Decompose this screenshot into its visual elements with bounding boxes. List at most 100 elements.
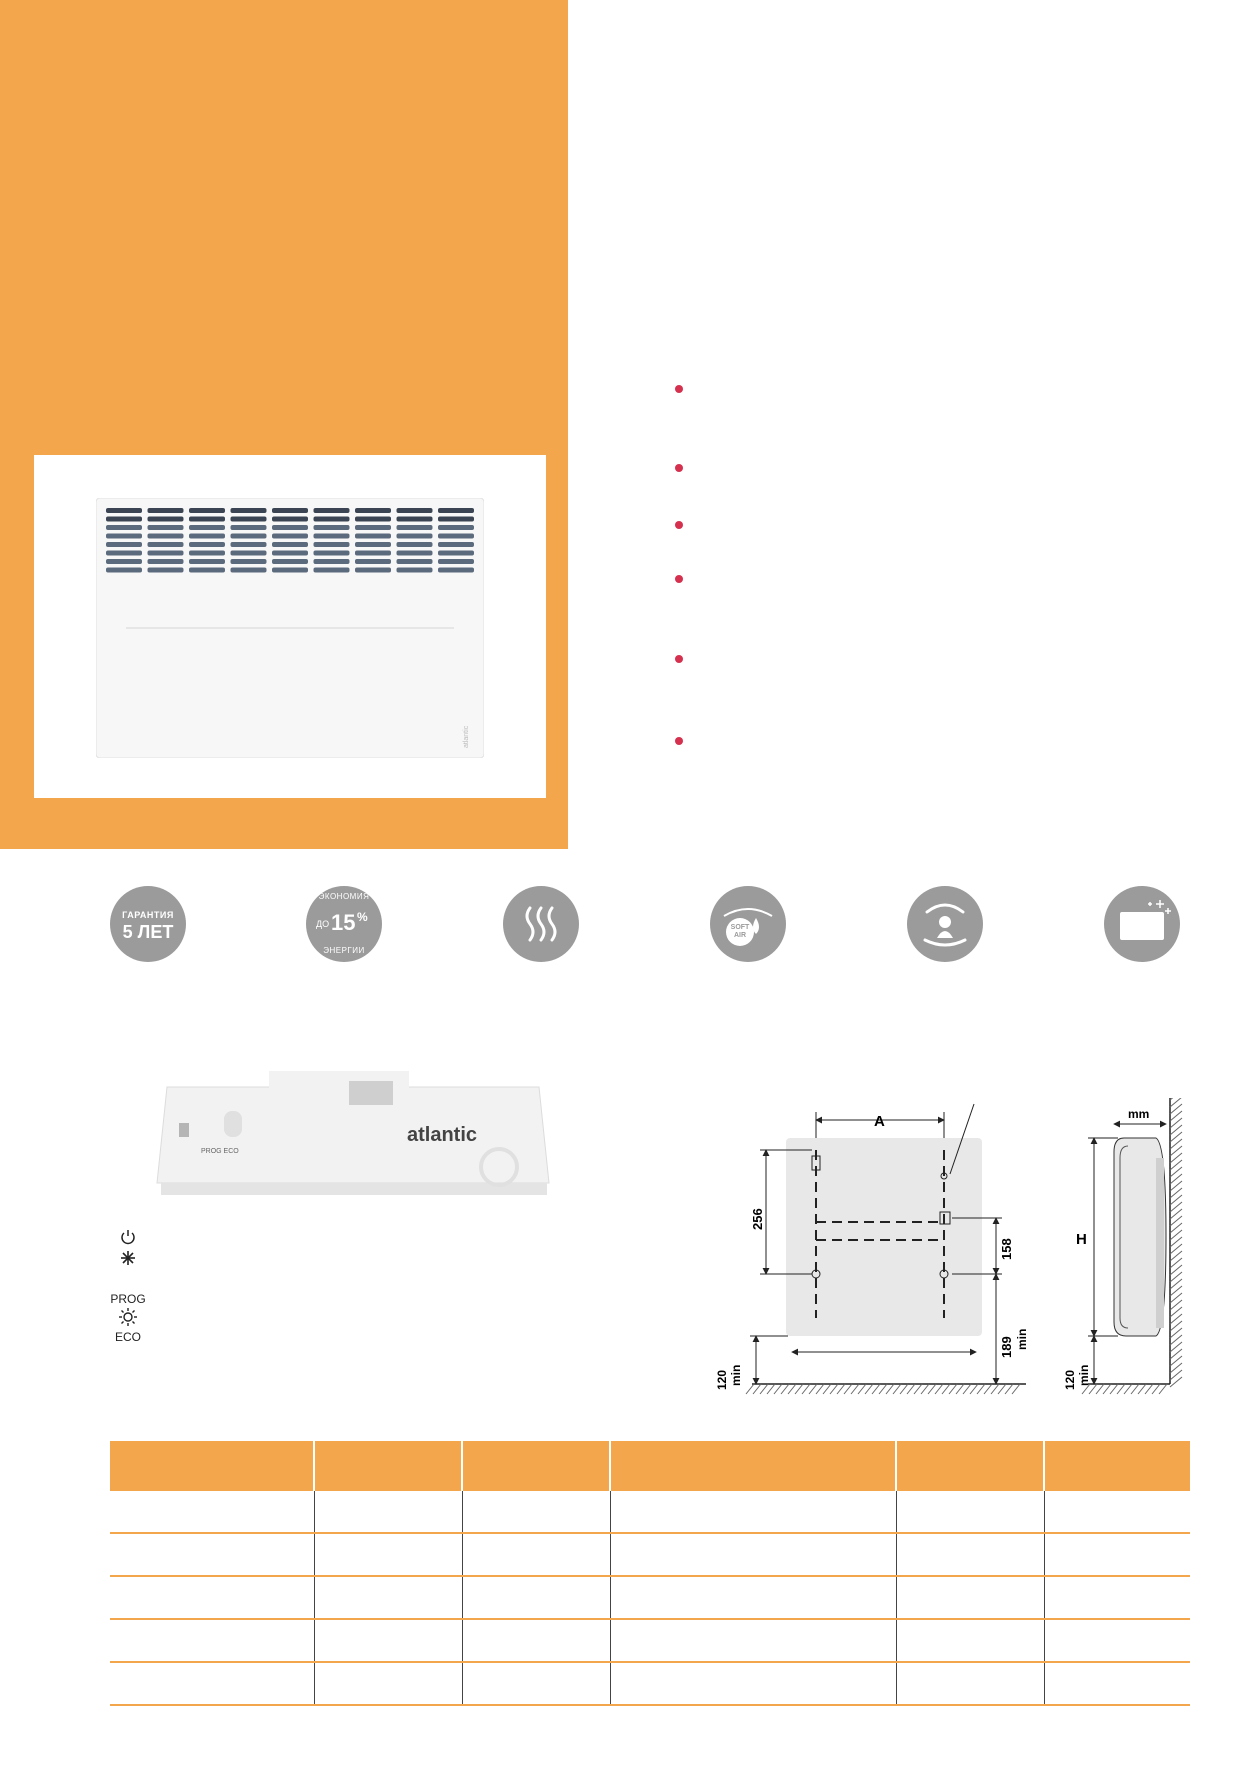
grille-slot (396, 542, 433, 547)
table-cell (314, 1662, 463, 1706)
heater-sparkle-icon (1104, 886, 1180, 962)
table-cell (1044, 1491, 1190, 1534)
orange-header-panel: atlantic (0, 0, 568, 849)
grille-slot (355, 516, 391, 522)
grille-slot (106, 516, 142, 522)
table-cell (110, 1491, 315, 1534)
grille-slot (396, 508, 433, 513)
wall-hatch (1169, 1098, 1183, 1388)
table-cell (314, 1619, 463, 1663)
legend-eco-label: ECO (114, 1330, 141, 1344)
grille-slot (438, 533, 474, 539)
table-cell (1044, 1576, 1190, 1620)
warranty-big-label: 5 ЛЕТ (122, 922, 174, 942)
grille-slot (355, 508, 391, 513)
grille-slot (313, 559, 350, 564)
table-cell (110, 1533, 315, 1577)
table-header-cell (896, 1441, 1045, 1491)
warranty-badge: ГАРАНТИЯ 5 ЛЕТ (110, 886, 186, 962)
grille-slot (396, 533, 433, 539)
grille-slot (189, 567, 225, 573)
grille-slot (396, 550, 433, 556)
table-row (110, 1491, 1190, 1534)
grille-slot (189, 525, 225, 530)
control-unit-image: PROG ECO atlantic (156, 1071, 550, 1195)
grille-slot (106, 550, 142, 556)
table-cell (896, 1619, 1045, 1663)
grille-slot (355, 542, 391, 547)
soft-air-icon: SOFT AIR (710, 886, 786, 962)
dim-a: A (874, 1113, 885, 1130)
grille-slot (106, 559, 142, 564)
bullet-dot (675, 655, 683, 663)
grille-slot (147, 559, 184, 564)
table-row (110, 1662, 1190, 1706)
table-cell (110, 1619, 315, 1663)
table-cell (110, 1576, 315, 1620)
grille-slot (230, 542, 267, 547)
grille-slot (272, 508, 308, 513)
grille-slot (272, 567, 308, 573)
grille-slot (396, 559, 433, 564)
grille-slot (355, 525, 391, 530)
grille-slot (313, 508, 350, 513)
table-row (110, 1576, 1190, 1620)
bullet-dot (675, 464, 683, 472)
table-header-cell (110, 1441, 315, 1491)
grille-slot (355, 533, 391, 539)
mounting-diagram-side: mm H 120 min (1063, 1098, 1183, 1395)
grille-slot (106, 567, 142, 573)
comfort-hands-icon (907, 886, 983, 962)
grille-slot (230, 550, 267, 556)
grille-slot (106, 533, 142, 539)
dim-158: 158 (999, 1238, 1014, 1260)
table-cell (896, 1662, 1045, 1706)
table-header-cell (462, 1441, 611, 1491)
grille-slot (355, 559, 391, 564)
bullet-dot (675, 737, 683, 745)
control-mode-labels: PROG ECO (201, 1148, 239, 1155)
grille-slot (189, 516, 225, 522)
table-cell (462, 1576, 611, 1620)
control-brand-logo: atlantic (407, 1124, 477, 1146)
grille-slot (230, 533, 267, 539)
mounting-diagram-front: A 256 158 189 min 120 min (715, 1103, 1029, 1395)
table-cell (462, 1662, 611, 1706)
bullet-dot (675, 521, 683, 529)
dim-120: 120 (715, 1370, 729, 1390)
table-cell (610, 1491, 897, 1534)
grille-slot (189, 508, 225, 513)
table-cell (462, 1619, 611, 1663)
table-cell (610, 1662, 897, 1706)
dim-120-side: 120 (1063, 1370, 1077, 1390)
soft-air-line1: SOFT (730, 924, 750, 931)
grille-slot (272, 550, 308, 556)
table-header-cell (314, 1441, 463, 1491)
dim-120-min: min (729, 1365, 743, 1386)
grille-slot (272, 533, 308, 539)
grille-slot (355, 567, 391, 573)
energy-top-label: ЭКОНОМИЯ (318, 892, 370, 901)
table-cell (896, 1533, 1045, 1577)
grille-slot (230, 567, 267, 573)
energy-bottom-label: ЭНЕРГИИ (323, 946, 365, 955)
table-cell (314, 1576, 463, 1620)
table-cell (1044, 1619, 1190, 1663)
grille-slot (106, 542, 142, 547)
dim-189: 189 (999, 1336, 1014, 1358)
power-icon (108, 1228, 148, 1249)
grille-slot (438, 516, 474, 522)
soft-air-line2: AIR (733, 932, 747, 939)
feature-bullet-list (675, 385, 683, 745)
grille-slot (147, 525, 184, 530)
grille-slot (106, 508, 142, 513)
grille-slot (189, 559, 225, 564)
energy-unit: % (357, 910, 368, 924)
grille-slot (272, 559, 308, 564)
table-cell (1044, 1662, 1190, 1706)
table-row (110, 1533, 1190, 1577)
grille-slot (230, 525, 267, 530)
grille-slot (189, 533, 225, 539)
grille-slot (147, 533, 184, 539)
grille-slot (189, 542, 225, 547)
